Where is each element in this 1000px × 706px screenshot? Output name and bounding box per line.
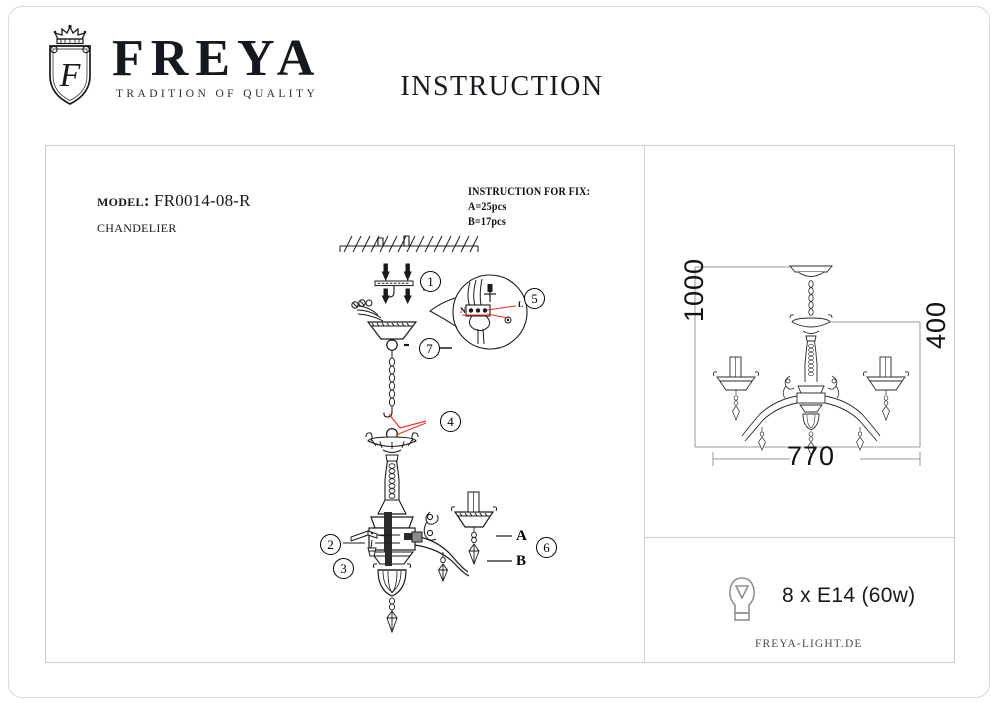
page-title: INSTRUCTION xyxy=(400,59,604,104)
callout-2: 2 xyxy=(320,534,341,555)
header: F FREYA TRADITION OF QUALITY INSTRUCTION xyxy=(0,0,1000,140)
model-value: FR0014-08-R xyxy=(154,191,251,210)
bulb-icon-slot xyxy=(726,572,760,620)
brand-name: FREYA xyxy=(112,29,322,87)
dimension-width: 770 xyxy=(787,441,836,471)
callout-6: 6 xyxy=(536,537,557,558)
brand-tagline: TRADITION OF QUALITY xyxy=(116,87,319,100)
brand-logo: F FREYA TRADITION OF QUALITY xyxy=(42,24,321,108)
callout-1: 1 xyxy=(420,271,441,292)
callout-5: 5 xyxy=(524,288,545,309)
lamp-spec-row: 8 x E14 (60w) xyxy=(726,572,915,620)
callout-4: 4 xyxy=(440,411,461,432)
main-panel xyxy=(45,145,955,663)
fix-instructions: INSTRUCTION FOR FIX: A=25pcs B=17pcs xyxy=(468,185,590,231)
product-type: CHANDELIER xyxy=(97,217,177,237)
dimension-height-total: 1000 xyxy=(679,257,709,322)
model-info: MODEL: FR0014-08-R CHANDELIER xyxy=(97,188,251,241)
panel-horizontal-divider xyxy=(645,537,955,538)
crystal-label-b: B xyxy=(516,553,527,569)
model-label: MODEL: xyxy=(97,191,150,210)
outer-frame xyxy=(8,6,990,698)
model-line: MODEL: FR0014-08-R xyxy=(97,188,251,214)
freya-crest-icon: F xyxy=(42,24,98,108)
fix-quantity-a: A=25pcs xyxy=(468,201,507,214)
lamp-spec-text: 8 x E14 (60w) xyxy=(782,584,916,607)
brand-wordmark: FREYA TRADITION OF QUALITY xyxy=(112,29,322,100)
fix-quantity-b: B=17pcs xyxy=(468,216,506,229)
callout-3: 3 xyxy=(333,558,354,579)
fix-title: INSTRUCTION FOR FIX: xyxy=(468,186,591,198)
crystal-label-a: A xyxy=(516,528,527,544)
panel-vertical-divider xyxy=(644,145,645,663)
footer-website: FREYA-LIGHT.DE xyxy=(755,638,863,650)
callout-7: 7 xyxy=(419,338,440,359)
dimension-height-body: 400 xyxy=(921,300,951,349)
svg-text:F: F xyxy=(59,57,82,94)
